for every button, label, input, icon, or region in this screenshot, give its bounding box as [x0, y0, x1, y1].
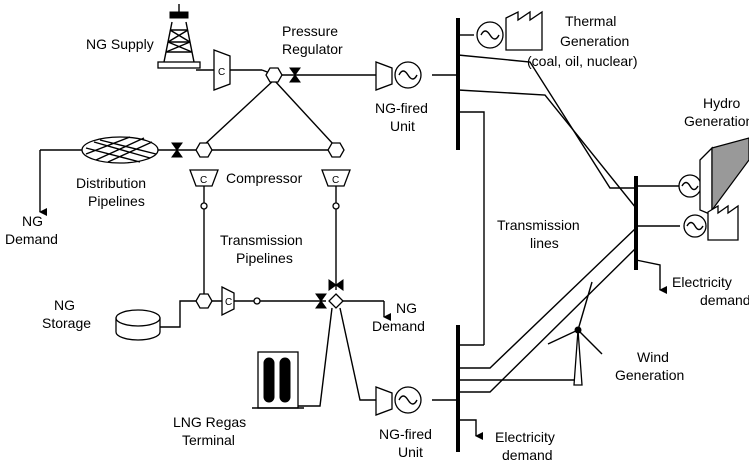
label-ng-demand-center-1: NG	[396, 300, 417, 316]
svg-text:C: C	[332, 175, 339, 186]
pressure-regulator-valve-icon	[289, 67, 301, 83]
ng-fired-unit-bottom-icon	[375, 386, 422, 416]
lower-valve-icon	[315, 293, 327, 309]
label-ng-storage-2: Storage	[42, 315, 91, 331]
svg-text:C: C	[218, 67, 225, 78]
pipeline-hub-node-icon	[265, 67, 283, 83]
label-elec-demand-bottom-1: Electricity	[495, 429, 555, 445]
lng-junction-node-icon	[328, 293, 344, 309]
compressor-right-icon: C	[321, 169, 351, 210]
label-lng-1: LNG Regas	[173, 414, 246, 430]
label-transmission-pipelines-1: Transmission	[220, 232, 303, 248]
label-hydro-1: Hydro	[703, 95, 741, 111]
label-transmission-lines-1: Transmission	[497, 217, 580, 233]
ng-storage-tank-icon	[115, 309, 161, 341]
svg-text:C: C	[200, 175, 207, 186]
label-wind-1: Wind	[637, 349, 669, 365]
label-ng-demand-left-2: Demand	[5, 231, 58, 247]
label-elec-demand-right-1: Electricity	[672, 274, 732, 290]
distribution-valve-icon	[171, 142, 183, 158]
label-ngunit-bottom-1: NG-fired	[379, 426, 432, 442]
label-pressure-1: Pressure	[282, 23, 338, 39]
label-ngunit-top-1: NG-fired	[375, 100, 428, 116]
compressor-lower-icon: C	[221, 285, 261, 317]
label-transmission-pipelines-2: Pipelines	[236, 250, 293, 266]
label-transmission-lines-2: lines	[530, 235, 559, 251]
transmission-valve-icon	[328, 279, 344, 291]
label-thermal-3: (coal, oil, nuclear)	[527, 53, 638, 69]
left-node-icon	[195, 142, 213, 158]
label-elec-demand-bottom-2: demand	[502, 447, 553, 463]
label-elec-demand-right-2: demand	[700, 292, 749, 308]
label-ngunit-bottom-2: Unit	[398, 444, 423, 460]
label-thermal-1: Thermal	[565, 13, 616, 29]
wind-turbine-icon	[547, 281, 603, 386]
hydro-plant-icon	[678, 137, 749, 216]
label-thermal-2: Generation	[560, 33, 629, 49]
label-ng-demand-left-1: NG	[22, 213, 43, 229]
label-pressure-2: Regulator	[282, 41, 343, 57]
compressor-supply-icon: C	[213, 49, 231, 91]
label-compressor: Compressor	[226, 170, 303, 186]
diagram-labels: NG Supply Pressure Regulator Thermal Gen…	[5, 13, 749, 463]
svg-text:C: C	[225, 297, 232, 308]
label-hydro-2: Generation	[684, 113, 749, 129]
distribution-network-icon	[81, 136, 159, 164]
gas-pipelines	[39, 69, 391, 407]
label-distribution-2: Pipelines	[88, 193, 145, 209]
label-lng-2: Terminal	[182, 432, 235, 448]
lng-regas-terminal-icon	[252, 351, 304, 409]
thermal-plant-right-icon	[683, 204, 739, 241]
storage-node-icon	[195, 293, 213, 309]
electric-network	[432, 18, 680, 452]
label-ngunit-top-2: Unit	[390, 118, 415, 134]
label-ng-storage-1: NG	[54, 297, 75, 313]
label-wind-2: Generation	[615, 367, 684, 383]
ng-supply-derrick-icon	[157, 4, 201, 69]
right-node-icon	[327, 142, 345, 158]
label-distribution-1: Distribution	[76, 175, 146, 191]
thermal-plant-top-icon	[476, 10, 543, 51]
ng-fired-unit-top-icon	[375, 61, 422, 91]
label-ng-demand-center-2: Demand	[372, 318, 425, 334]
label-ng-supply: NG Supply	[86, 36, 154, 52]
compressor-left-icon: C	[189, 169, 219, 210]
